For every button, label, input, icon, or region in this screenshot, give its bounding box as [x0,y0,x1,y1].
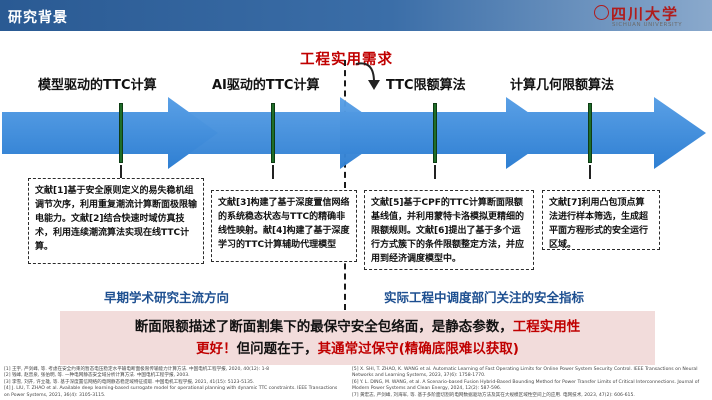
reference-item: [7] 黄宏志, 严剑峰, 刘海军, 等. 基于多阶面切割的电网数据驱动方法及其… [352,392,635,398]
pointer-line-2 [272,165,274,179]
university-seal-icon [594,5,609,20]
literature-box-4: 文献[7]利用凸包顶点算法进行样本筛选，生成超平面方程形式的安全运行区域。 [542,190,660,250]
references-left: [1] 王宇, 严剑峰, 等. 考虑在安全约束的暂态电压稳定水平输电断面极限传输… [4,367,344,399]
summary-text-2: 但问题在于， [236,341,318,357]
university-logo-text: 四川大学 [611,5,680,23]
summary-box: 断面限额描述了断面割集下的最保守安全包络面，是静态参数，工程实用性 更好！但问题… [60,311,655,365]
timeline-marker-1 [119,103,123,163]
reference-item: [6] Y. L. DING, M. WANG, et al. A Scenar… [352,379,700,392]
section-label-academic: 早期学术研究主流方向 [104,290,230,305]
section-label-engineering: 实际工程中调度部门关注的安全指标 [384,290,585,305]
stage-title-ttc-limit: TTC限额算法 [386,78,466,93]
arrow-1 [2,97,218,169]
timeline-arrows [2,97,706,169]
timeline-marker-4 [588,103,592,163]
reference-item: [4] J. LIU, T. ZHAO et al. Available dee… [4,386,338,398]
page-title: 研究背景 [8,10,68,26]
arrow-4 [506,97,706,169]
reference-item: [2] 钱峰, 赵晋泉, 张伯明, 等. 一种电网静态安全域分析计算方法. 中国… [4,373,190,379]
stage-title-model-driven: 模型驱动的TTC计算 [38,78,157,93]
literature-box-1: 文献[1]基于安全原则定义的易失稳机组调节次序，利用重复潮流计算断面极限输电能力… [28,178,204,264]
reference-item: [1] 王宇, 严剑峰, 等. 考虑在安全约束的暂态电压稳定水平输电断面极限传输… [4,367,270,372]
pointer-line-3 [434,165,436,179]
pointer-line-1 [120,165,122,179]
stage-title-ai-driven: AI驱动的TTC计算 [212,78,320,93]
timeline-marker-2 [271,103,275,163]
reference-item: [5] X. SHI, T. ZHAO, K. WANG et al. Auto… [352,367,698,379]
stage-title-geometry-limit: 计算几何限额算法 [510,78,615,93]
references-right: [5] X. SHI, T. ZHAO, K. WANG et al. Auto… [352,367,708,399]
pointer-line-4 [589,165,591,179]
university-logo-subtitle: SICHUAN UNIVERSITY [612,22,683,28]
engineering-need-title: 工程实用需求 [300,52,393,68]
header-bar [0,0,712,31]
summary-text-1: 断面限额描述了断面割集下的最保守安全包络面，是静态参数， [134,319,513,335]
section-divider [344,60,346,310]
summary-highlight-2: 更好！ [196,341,237,357]
timeline-marker-3 [433,103,437,163]
summary-highlight-3: 其通常过保守(精确底限难以获取) [317,341,519,357]
arrow-2 [168,97,392,169]
literature-box-2: 文献[3]构建了基于深度置信网络的系统稳态状态与TTC的精确非线性映射。献[4]… [211,190,357,262]
literature-box-3: 文献[5]基于CPF的TTC计算断面限额基线值，并利用蒙特卡洛模拟更精细的限额规… [364,190,534,270]
reference-item: [3] 李雪, 刘开, 许立雄, 等. 基于深度置信网络的电网静态稳定域特征提取… [4,379,255,385]
arrow-3 [340,97,558,169]
curved-arrow-icon [355,62,380,90]
summary-highlight-1: 工程实用性 [512,319,581,335]
